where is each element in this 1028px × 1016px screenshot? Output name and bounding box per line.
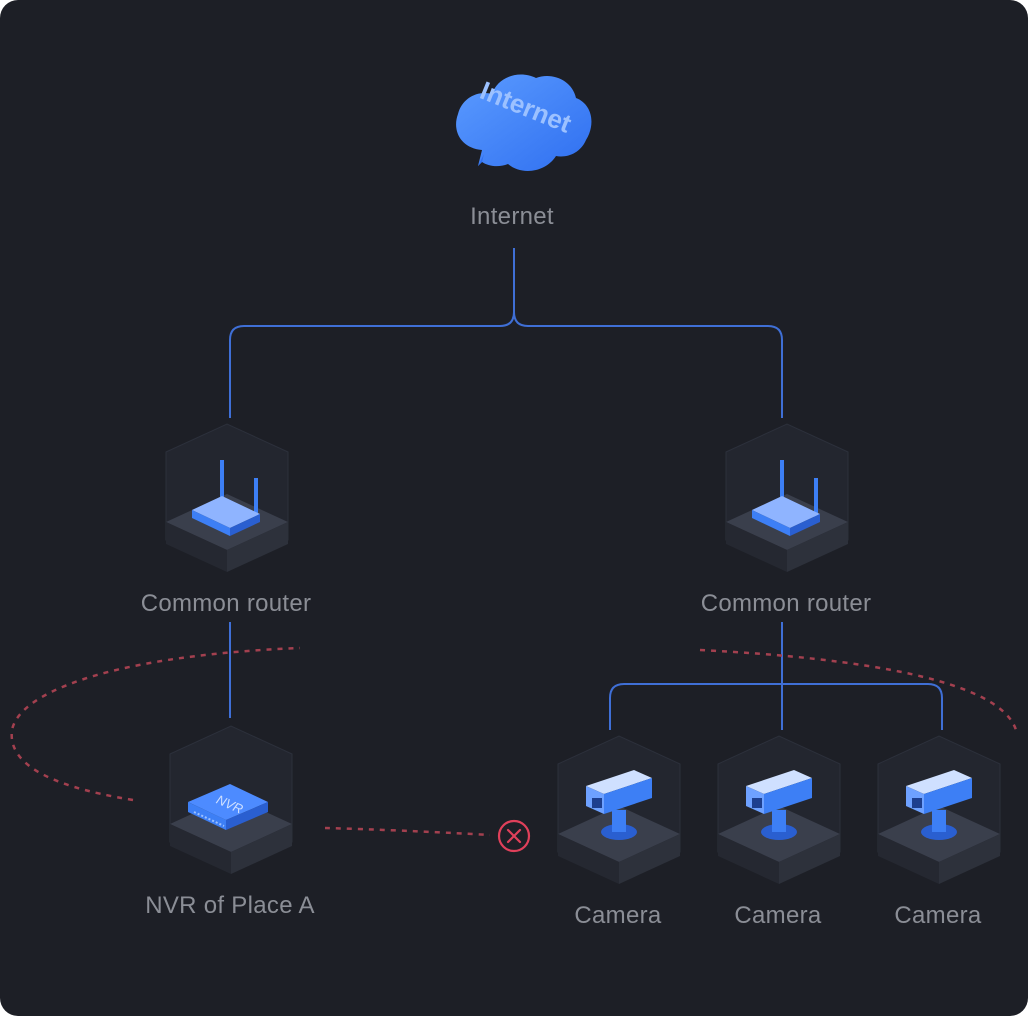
camera-label: Camera	[574, 902, 662, 929]
camera-label: Camera	[894, 902, 982, 929]
link-internet-right	[513, 311, 783, 418]
cloud-icon: Internet	[456, 74, 592, 171]
broken-ring-left	[10, 646, 301, 802]
broken-ring-right	[699, 648, 1018, 731]
camera-icon	[877, 735, 1001, 884]
close-circle-icon	[497, 819, 531, 853]
router-icon	[165, 423, 289, 572]
camera-icon	[557, 735, 681, 884]
router-right-label: Common router	[700, 590, 872, 617]
link-camera-bus	[609, 683, 943, 730]
router-icon	[725, 423, 849, 572]
internet-label: Internet	[470, 203, 554, 230]
broken-link-nvr-camera	[324, 826, 491, 837]
nvr-label: NVR of Place A	[145, 892, 315, 919]
link-internet-trunk	[229, 248, 515, 418]
router-left-label: Common router	[140, 590, 312, 617]
nvr-icon: NVR	[169, 725, 293, 874]
camera-label: Camera	[734, 902, 822, 929]
camera-icon	[717, 735, 841, 884]
